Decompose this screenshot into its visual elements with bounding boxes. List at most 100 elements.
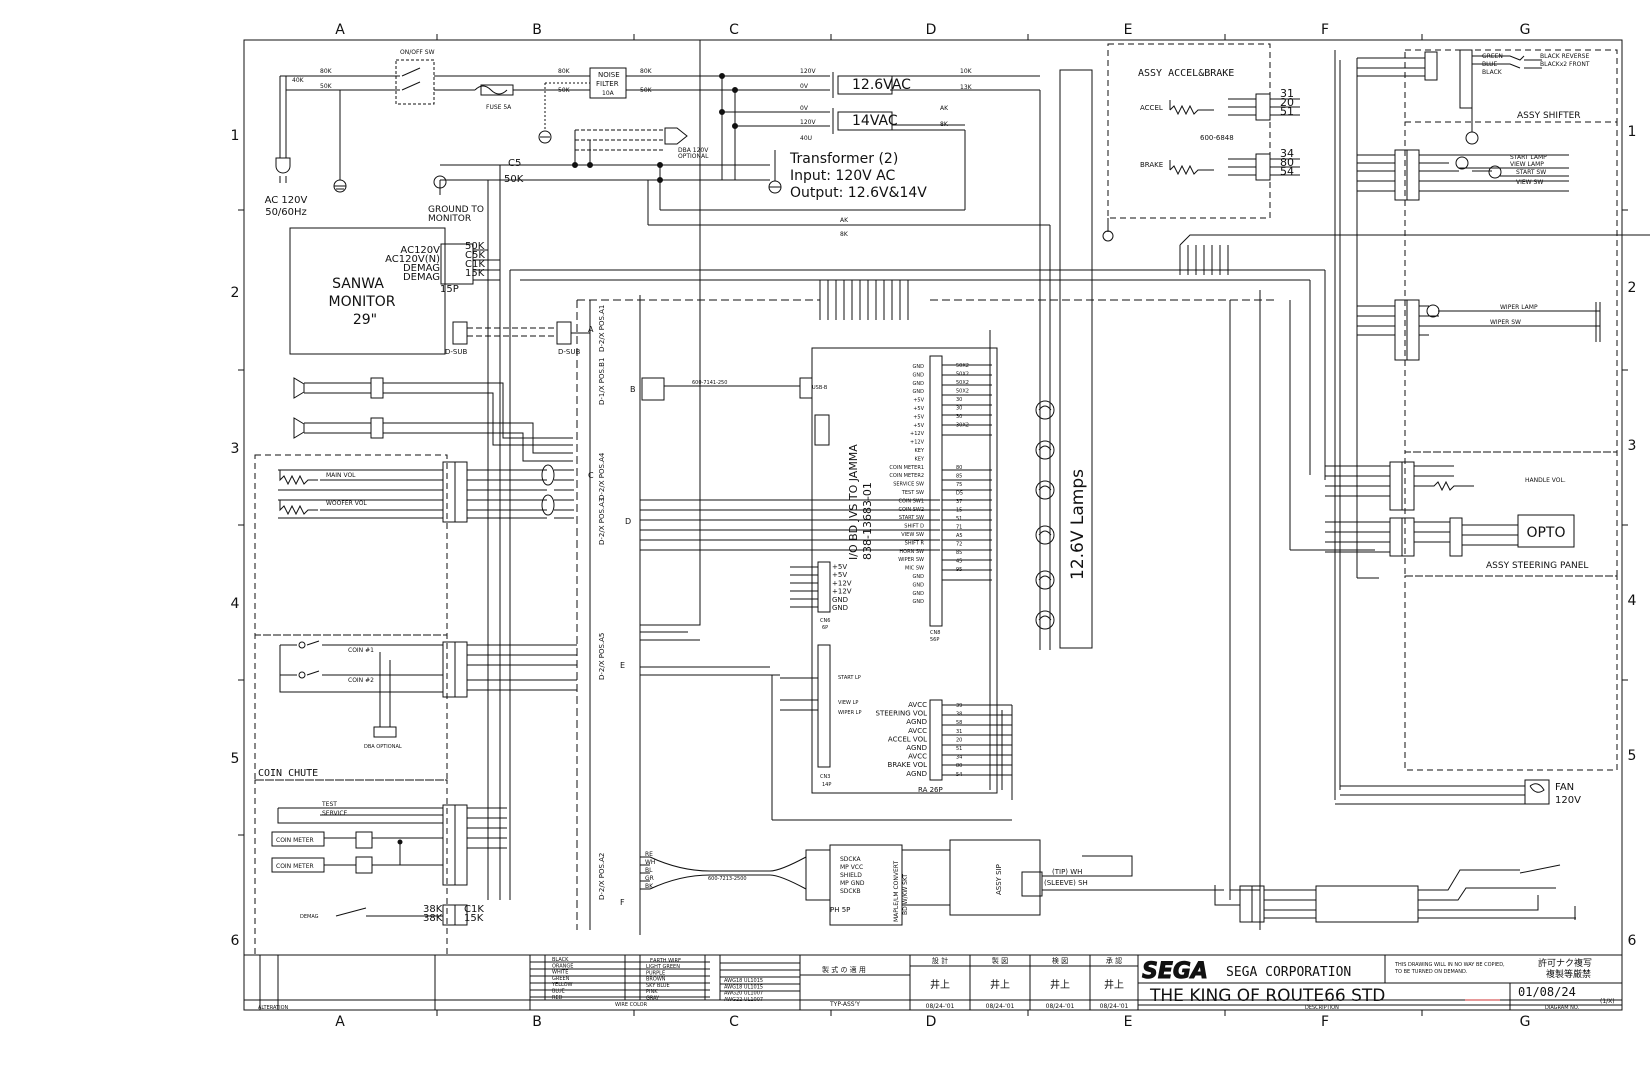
io-board: [771, 347, 1013, 821]
sign-date-1: 08/24-'01: [926, 1003, 955, 1010]
grid-row-6-right: 6: [1628, 933, 1637, 949]
wire-80k-c: 80K: [640, 68, 653, 75]
monitor-pin-3: DEMAG: [403, 263, 440, 274]
transformer-output: Output: 12.6V&14V: [790, 185, 927, 201]
comm-wire-re: RE: [645, 851, 653, 858]
demag-wire-1: 38K: [423, 904, 443, 915]
sign-dates: 08/24-'01 08/24-'01 08/24-'01 08/24-'01: [926, 1003, 1129, 1010]
copy-notice-jp-2: 複製等厳禁: [1546, 968, 1591, 980]
jamma-positions: D-2/X POS.A1 D-1/X POS.B1 D-2/X POS.A4 D…: [598, 305, 606, 900]
grid-col-c: C: [729, 22, 739, 38]
sanwa-monitor: [289, 227, 446, 355]
pos-a5: D-2/X POS.A5: [598, 633, 606, 680]
cn8-signal-18: COIN SW2: [898, 507, 924, 513]
color-right-2: PURPLE: [646, 970, 665, 976]
pos-a4: D-2/X POS.A4: [598, 452, 606, 500]
steering-labels: START LAMP VIEW LAMP START SW VIEW SW WI…: [1490, 154, 1566, 484]
diagram-no-label: DIAGRAM NO.: [1545, 1005, 1580, 1011]
drawing-title: THE KING OF ROUTE66 STD: [1149, 986, 1385, 1006]
cn8-wire-17: 37: [956, 499, 962, 505]
lamp-icons: [1035, 400, 1055, 630]
dsub-left-label: D-SUB: [445, 348, 467, 356]
monitor-pin-1: AC120V: [400, 245, 440, 256]
sign-date-4: 08/24-'01: [1100, 1003, 1129, 1010]
jamma-letter-a: A: [588, 325, 594, 334]
comm-wire-bk: BK: [645, 883, 654, 890]
cn8-signal-24: WIPER SW: [898, 557, 924, 563]
transformer-title: Transformer (2): [789, 151, 898, 167]
speaker-icon-2: [293, 417, 305, 439]
cn8-wire-14: 85: [956, 474, 962, 480]
shifter-labels: GREEN BLUE BLACK BLACK REVERSE BLACKx2 F…: [1482, 53, 1590, 76]
coin1-label: COIN #1: [348, 647, 374, 654]
cn8-wire-15: 75: [956, 482, 962, 488]
monitor-wire-1: 50K: [465, 241, 485, 252]
awg-3: AWG20 UL1007: [724, 991, 763, 997]
grid-labels-bottom: A B C D E F G: [335, 1014, 1530, 1030]
monitor-name-3: 29": [353, 312, 377, 328]
wire-ak: AK: [940, 105, 949, 112]
usb-cable-label: 600-7141-250: [692, 380, 727, 386]
sign-date-3: 08/24-'01: [1046, 1003, 1075, 1010]
description-label: DESCRIPTION: [1305, 1005, 1339, 1011]
shifter-reverse: BLACK REVERSE: [1540, 53, 1589, 60]
color-left-3: WHITE: [552, 970, 568, 976]
cn8-signal-1: GND: [913, 364, 925, 370]
cn3-pins: 14P: [822, 782, 831, 788]
awg-4: AWG22 UL1007: [724, 997, 763, 1003]
copy-notice-1: THIS DRAWING WILL IN NO WAY BE COPIED,: [1394, 962, 1505, 968]
grid-row-6: 6: [231, 933, 240, 949]
cn8-signals: GNDGNDGNDGND+5V+5V+5V+5V+12V+12VKEYKEYCO…: [889, 364, 925, 605]
shifter-steering: [1325, 49, 1618, 800]
cn6-connector: [817, 561, 831, 613]
maple-board-label-2: BD W/KW SKT: [902, 874, 909, 915]
cn6-signal-6: GND: [832, 604, 848, 612]
analog-wire-8: 80: [956, 763, 962, 769]
cn8-signal-6: +5V: [913, 406, 924, 412]
grid-labels-left: 1 2 3 4 5 6: [231, 128, 240, 949]
cn6-signal-2: +5V: [832, 571, 847, 579]
handle-box: [1404, 451, 1618, 577]
analog-wire-9: 54: [956, 772, 962, 778]
monitor-name-1: SANWA: [332, 276, 384, 292]
c5-wire: 50K: [504, 174, 524, 185]
grid-col-g: G: [1520, 22, 1531, 38]
cn8-wire-2: 50X2: [956, 372, 969, 378]
accel-wires: 31 20 51 34 80 54: [1280, 87, 1294, 178]
assy-sip-label: ASSY SIP: [995, 864, 1003, 895]
comm-signals: SDCKA MP VCC SHIELD MP GND SDCKB: [840, 856, 865, 895]
comm-wire-bl: BL: [645, 867, 653, 874]
grid-col-g-bottom: G: [1520, 1014, 1531, 1030]
analog-wire-6: 51: [956, 746, 962, 752]
analog-wire-4: 31: [956, 729, 962, 735]
cn8-signal-20: SHIFT D: [904, 524, 924, 530]
pos-a1: D-2/X POS.A1: [598, 305, 606, 352]
wire-120v-a: 120V: [800, 68, 816, 75]
earth-wire-label: EARTH WIRE: [650, 958, 681, 964]
grid-row-1-right: 1: [1628, 124, 1637, 140]
color-left-2: ORANGE: [552, 963, 573, 969]
cn8-signal-17: COIN SW1: [898, 498, 924, 504]
analog-wire-1: 39: [956, 703, 962, 709]
grid-row-2-right: 2: [1628, 280, 1637, 296]
v1-label: 12.6VAC: [852, 77, 911, 93]
monitor-pin-2: AC120V(N): [385, 254, 440, 265]
accel-label: ACCEL: [1140, 104, 1163, 112]
grid-row-2: 2: [231, 285, 240, 301]
drawing-date: 01/08/24: [1518, 985, 1576, 999]
analog-signal-7: AVCC: [908, 753, 927, 761]
usb-b-port: [799, 377, 813, 399]
test-label: TEST: [321, 801, 337, 808]
cn6-signal-3: +12V: [832, 579, 852, 587]
cn8-signal-7: +5V: [913, 414, 924, 420]
comm-sig-3: SHIELD: [840, 872, 862, 879]
opto-label: OPTO: [1526, 525, 1565, 541]
analog-signal-6: AGND: [906, 744, 927, 752]
start-lp-label: START LP: [838, 675, 861, 681]
fan: [1335, 779, 1550, 805]
steering-title: ASSY STEERING PANEL: [1486, 561, 1588, 571]
cn8-signal-3: GND: [913, 381, 925, 387]
sheet-number: (1/X): [1600, 998, 1615, 1005]
signer-2: 井上: [990, 978, 1010, 991]
